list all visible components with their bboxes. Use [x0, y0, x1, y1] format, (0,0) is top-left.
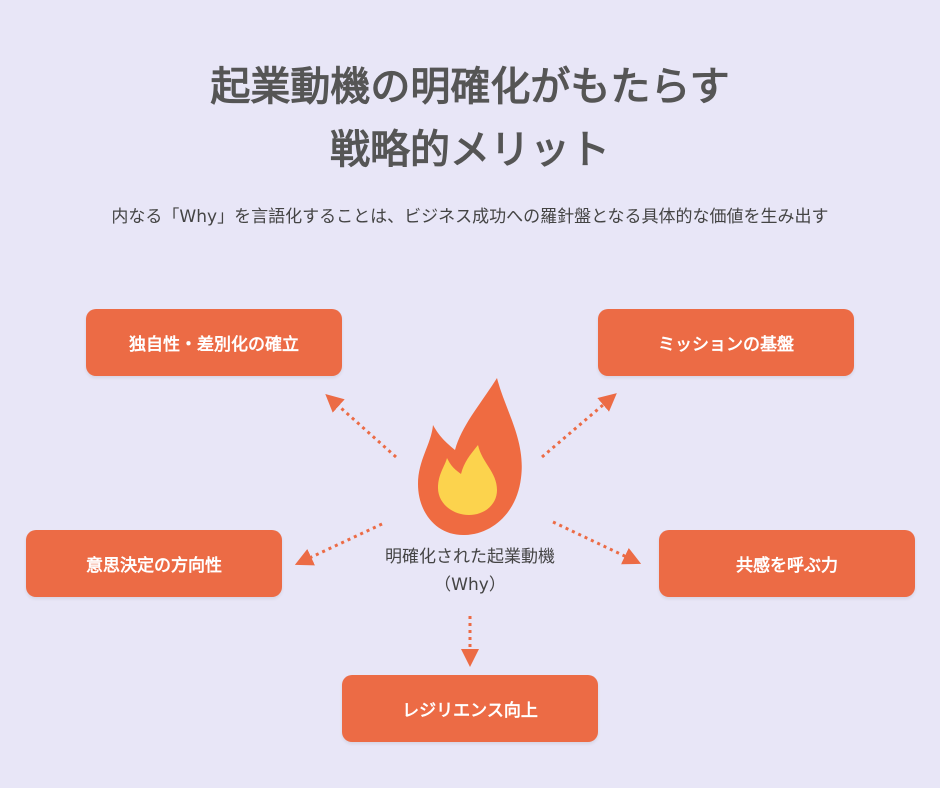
arrow-to-middle-left — [294, 522, 383, 566]
benefit-label: レジリエンス向上 — [402, 701, 538, 721]
arrow-to-middle-right — [552, 520, 642, 565]
connector-arrows — [294, 393, 642, 667]
benefit-box-resilience: レジリエンス向上 — [342, 675, 598, 742]
benefit-label: 独自性・差別化の確立 — [129, 335, 299, 355]
benefit-box-decision-making: 意思決定の方向性 — [26, 530, 282, 597]
fire-icon — [418, 378, 522, 536]
center-node-label: 明確化された起業動機 （Why） — [340, 543, 600, 599]
benefit-label: ミッションの基盤 — [658, 335, 794, 355]
benefit-box-mission: ミッションの基盤 — [598, 309, 854, 376]
diagram-title: 起業動機の明確化がもたらす 戦略的メリット — [0, 56, 940, 182]
arrow-to-top-right — [541, 393, 617, 459]
benefit-box-differentiation: 独自性・差別化の確立 — [86, 309, 342, 376]
benefit-box-empathy: 共感を呼ぶ力 — [659, 530, 915, 597]
diagram-subtitle: 内なる「Why」を言語化することは、ビジネス成功への羅針盤となる具体的な価値を生… — [111, 207, 829, 227]
center-label-sub: （Why） — [434, 575, 506, 595]
title-line-2: 戦略的メリット — [330, 127, 610, 173]
title-line-1: 起業動機の明確化がもたらす — [210, 64, 730, 110]
benefit-label: 意思決定の方向性 — [86, 556, 222, 576]
benefit-label: 共感を呼ぶ力 — [736, 556, 838, 576]
center-label-main: 明確化された起業動機 — [385, 547, 555, 567]
arrow-to-top-left — [325, 394, 397, 459]
